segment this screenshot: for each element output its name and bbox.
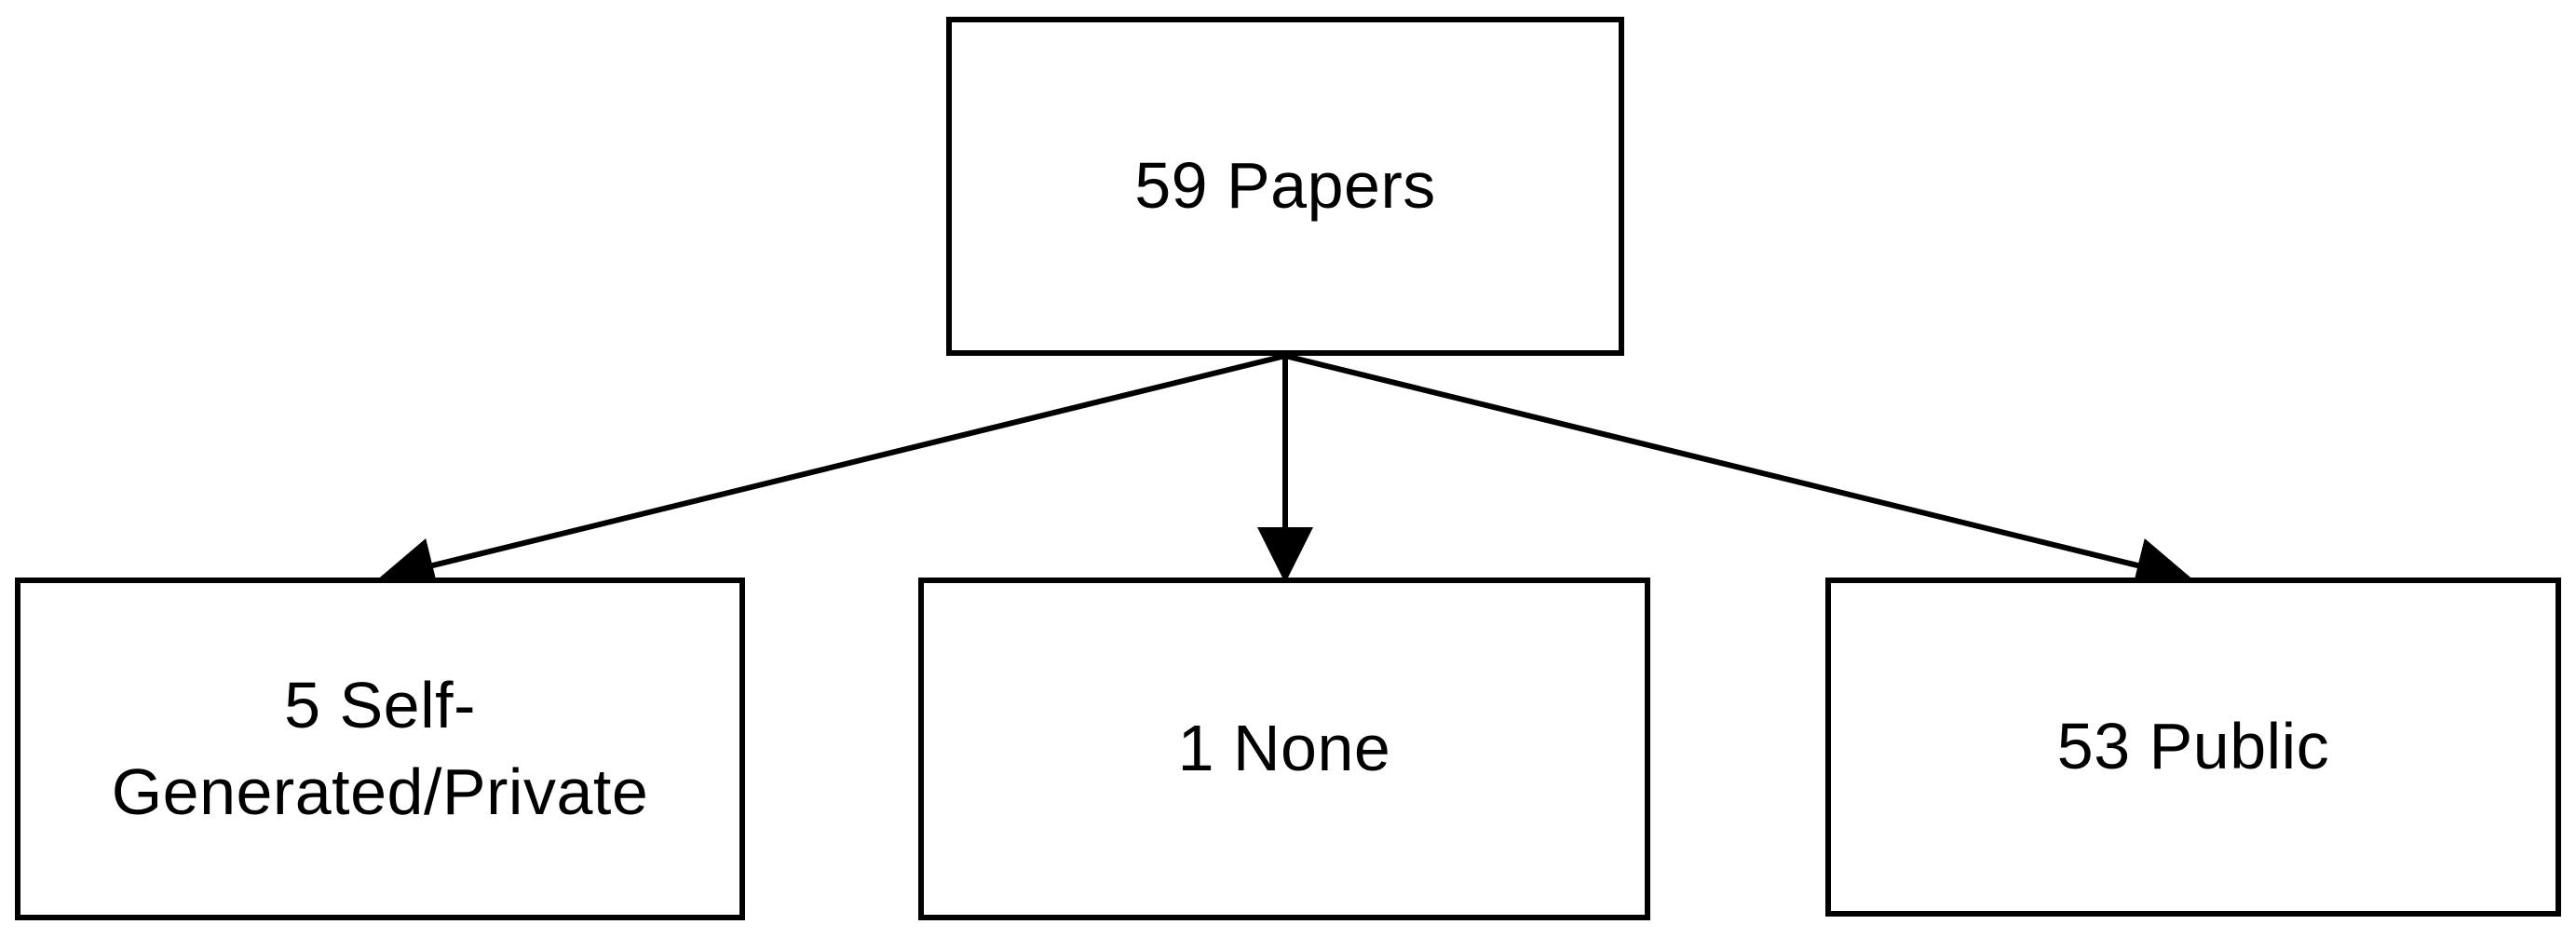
- self-generated-private-node-box: 5 Self- Generated/Private: [15, 578, 745, 920]
- root-node-box: 59 Papers: [946, 17, 1624, 356]
- edge-root-to-right: [1284, 353, 2192, 593]
- self-generated-private-label-line2: Generated/Private: [111, 755, 649, 828]
- none-node-label: 1 None: [1177, 712, 1391, 785]
- none-node-box: 1 None: [918, 578, 1650, 920]
- root-node-label: 59 Papers: [1134, 149, 1436, 223]
- self-generated-private-node-label: 5 Self- Generated/Private: [112, 662, 649, 836]
- self-generated-private-label-line1: 5 Self-: [284, 668, 476, 741]
- public-node-label: 53 Public: [2056, 710, 2330, 783]
- public-node-box: 53 Public: [1825, 578, 2561, 917]
- edge-root-to-left: [378, 353, 1286, 593]
